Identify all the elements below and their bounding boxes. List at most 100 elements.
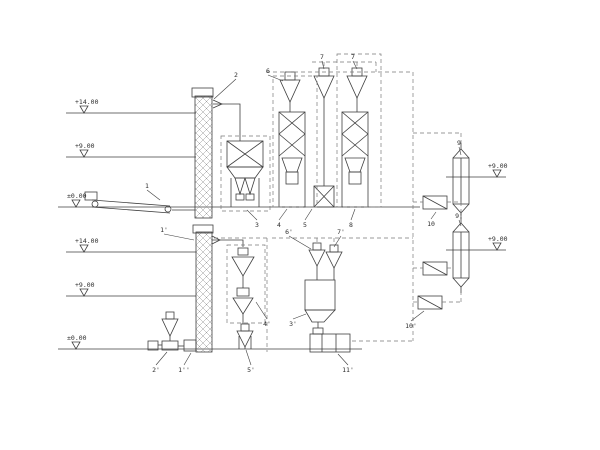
cyclone-c bbox=[346, 67, 368, 112]
callout-leader bbox=[333, 235, 342, 248]
equipment-callout: 5 bbox=[303, 208, 313, 229]
elevation-marker: ±0.00 bbox=[67, 334, 87, 350]
enclosure-classifier bbox=[226, 244, 266, 324]
equipment-callout: 3' bbox=[289, 313, 307, 328]
elevation-triangle-icon bbox=[79, 244, 89, 253]
equipment-callout: 1' bbox=[160, 226, 195, 241]
elevation-label: ±0.00 bbox=[67, 192, 87, 200]
elevation-triangle-icon bbox=[492, 242, 502, 251]
equipment-callout: 1 bbox=[145, 182, 161, 201]
callout-leader bbox=[278, 208, 288, 221]
bucket-elevator-lower bbox=[183, 224, 244, 353]
callout-label: 3' bbox=[289, 320, 297, 328]
elevation-marker: ±0.00 bbox=[67, 192, 87, 208]
callout-label: 3 bbox=[255, 221, 259, 229]
equipment-callout: 1'' bbox=[178, 352, 192, 374]
intake-hopper bbox=[84, 191, 98, 201]
dashed-duct-network bbox=[214, 53, 462, 352]
callout-label: 4 bbox=[277, 221, 281, 229]
bucket-elevator-upper bbox=[191, 87, 241, 219]
elevation-label: +9.00 bbox=[488, 235, 508, 243]
callout-leader bbox=[304, 208, 313, 221]
equipment-callout: 6' bbox=[285, 228, 312, 250]
callout-leader bbox=[155, 351, 168, 366]
elevator-head bbox=[192, 224, 214, 234]
equipment-callout: 7 bbox=[351, 53, 358, 70]
callout-label: 8 bbox=[349, 221, 353, 229]
callout-label: 10' bbox=[405, 322, 417, 330]
enclosure-tower-b bbox=[336, 53, 382, 208]
fan-lower bbox=[417, 295, 443, 310]
callout-leader bbox=[183, 352, 192, 366]
callout-leader bbox=[410, 310, 425, 322]
elevation-marker: +9.00 bbox=[75, 142, 95, 158]
elevation-marker: +9.00 bbox=[488, 235, 508, 251]
floor-lines bbox=[58, 112, 506, 350]
tower-b bbox=[341, 111, 369, 208]
elevation-markers-layer: +14.00+9.00±0.00+14.00+9.00±0.00+9.00+9.… bbox=[67, 98, 508, 350]
callout-label: 11' bbox=[342, 366, 354, 374]
cyclone-over-bin-right bbox=[325, 244, 343, 280]
callout-label: 5' bbox=[247, 366, 255, 374]
equipment-callout: 7 bbox=[320, 53, 325, 70]
pre-cleaner-sieve bbox=[226, 140, 264, 207]
equipment-callout: 2' bbox=[152, 351, 168, 374]
elevation-triangle-icon bbox=[79, 149, 89, 158]
callout-leader bbox=[246, 209, 258, 221]
callout-label: 7' bbox=[337, 228, 345, 236]
elevator-leg bbox=[194, 95, 213, 219]
tower-a bbox=[278, 111, 306, 208]
callout-label: 1'' bbox=[178, 366, 190, 374]
rotary-valve bbox=[236, 287, 250, 297]
equipment-callout: 5' bbox=[245, 349, 255, 374]
callout-leader bbox=[163, 233, 195, 241]
callout-leader bbox=[146, 189, 161, 201]
callout-leader bbox=[458, 146, 462, 156]
equipment-callout: 10 bbox=[427, 211, 437, 228]
callout-label: 2 bbox=[234, 71, 238, 79]
rotary-valve bbox=[245, 193, 255, 201]
callout-label: 1' bbox=[160, 226, 168, 234]
rotary-valve bbox=[235, 193, 245, 201]
callout-label: 6' bbox=[285, 228, 293, 236]
fan-upper bbox=[422, 195, 448, 210]
bagging-machine bbox=[309, 333, 351, 353]
equipment-callout: 9 bbox=[457, 139, 462, 156]
machine-base bbox=[285, 171, 299, 185]
boot-feeder bbox=[183, 339, 197, 352]
equipment-callout: 8 bbox=[349, 208, 356, 229]
callout-label: 1 bbox=[145, 182, 149, 190]
elevator-head bbox=[191, 87, 214, 98]
callout-label: 9 bbox=[457, 139, 461, 147]
conveyor-sprocket bbox=[91, 200, 99, 208]
callout-leader bbox=[292, 313, 307, 320]
elevation-triangle-icon bbox=[79, 105, 89, 114]
elevation-label: +14.00 bbox=[75, 237, 99, 245]
equipment-callout: 7' bbox=[333, 228, 345, 248]
callout-leader bbox=[255, 301, 268, 320]
callout-label: 7 bbox=[351, 53, 355, 61]
surge-bin bbox=[304, 279, 336, 335]
callout-leader bbox=[267, 74, 284, 82]
elevation-label: +14.00 bbox=[75, 98, 99, 106]
small-cyclone bbox=[236, 323, 254, 349]
callout-leader bbox=[288, 235, 312, 250]
intake-conveyor bbox=[84, 191, 195, 214]
callout-label: 6 bbox=[266, 67, 270, 75]
rotary-valve bbox=[312, 327, 324, 335]
callout-leader bbox=[350, 208, 356, 221]
feed-pipe bbox=[212, 239, 244, 247]
equipment-callout: 4 bbox=[277, 208, 288, 229]
equipment-callout: 2 bbox=[213, 71, 238, 100]
elevation-marker: +14.00 bbox=[75, 98, 99, 114]
callout-leader bbox=[352, 60, 358, 70]
equipment-callout: 11' bbox=[337, 353, 354, 374]
enclosure-tower-a bbox=[272, 75, 318, 208]
equipment-callout: 10' bbox=[405, 310, 425, 330]
callout-label: 9' bbox=[455, 212, 463, 220]
machine-body bbox=[344, 157, 366, 173]
elevation-triangle-icon bbox=[492, 169, 502, 178]
